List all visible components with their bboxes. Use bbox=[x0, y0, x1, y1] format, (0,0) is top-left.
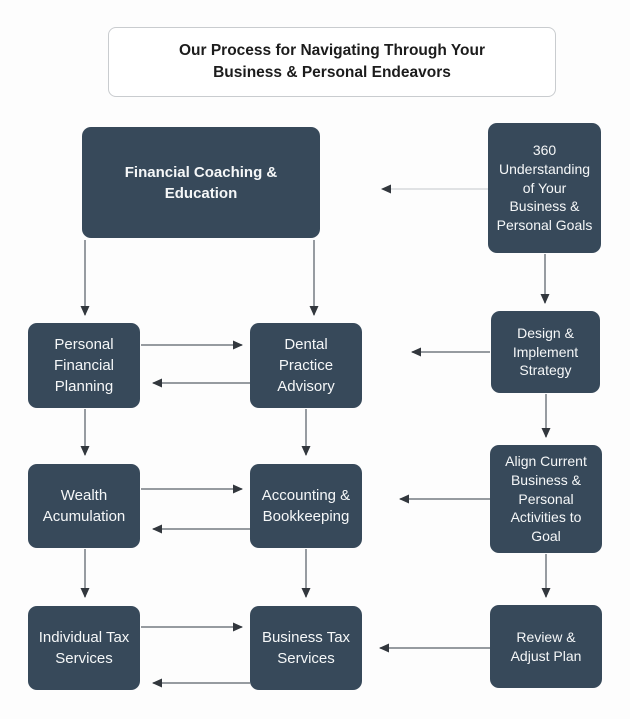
node-design-implement-strategy: Design & Implement Strategy bbox=[491, 311, 600, 393]
node-align-current-activities: Align Current Business & Personal Activi… bbox=[490, 445, 602, 553]
diagram-title-line2: Business & Personal Endeavors bbox=[213, 64, 451, 81]
node-label: Business Tax Services bbox=[261, 629, 351, 667]
node-personal-financial-planning: Personal Financial Planning bbox=[28, 323, 140, 408]
node-label: Align Current Business & Personal Activi… bbox=[505, 452, 587, 545]
node-review-adjust-plan: Review & Adjust Plan bbox=[490, 605, 602, 688]
node-business-tax-services: Business Tax Services bbox=[250, 606, 362, 690]
node-label: Individual Tax Services bbox=[38, 629, 130, 667]
node-label: Personal Financial Planning bbox=[53, 336, 115, 395]
node-label: Design & Implement Strategy bbox=[512, 324, 579, 379]
node-360-understanding-goals: 360 Understanding of Your Business & Per… bbox=[488, 123, 601, 253]
node-dental-practice-advisory: Dental Practice Advisory bbox=[250, 323, 362, 408]
node-label: 360 Understanding of Your Business & Per… bbox=[496, 141, 593, 234]
node-label: Financial Coaching & Education bbox=[124, 163, 278, 202]
node-label: Review & Adjust Plan bbox=[510, 628, 582, 664]
node-label: Dental Practice Advisory bbox=[277, 336, 335, 395]
diagram-title: Our Process for Navigating Through Your … bbox=[108, 27, 556, 97]
node-label: Accounting & Bookkeeping bbox=[261, 487, 351, 525]
node-financial-coaching-education: Financial Coaching & Education bbox=[82, 127, 320, 238]
node-wealth-acumulation: Wealth Acumulation bbox=[28, 464, 140, 548]
node-individual-tax-services: Individual Tax Services bbox=[28, 606, 140, 690]
node-label: Wealth Acumulation bbox=[42, 487, 126, 525]
node-accounting-bookkeeping: Accounting & Bookkeeping bbox=[250, 464, 362, 548]
diagram-title-line1: Our Process for Navigating Through Your bbox=[178, 41, 486, 59]
